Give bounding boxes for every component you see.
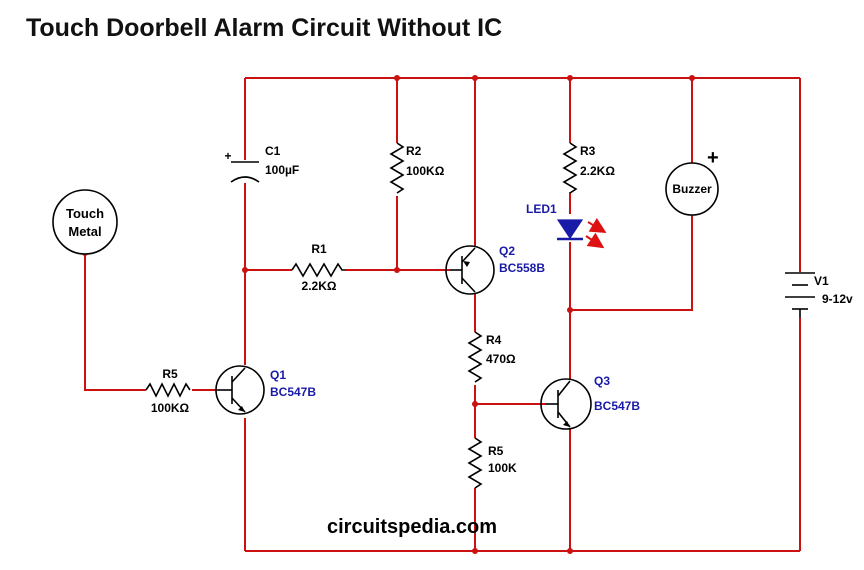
r1-value: 2.2KΩ [302,279,337,293]
junction-dots [82,75,695,554]
transistor-q1: Q1 BC547B [215,365,316,415]
transistor-q2: Q2 BC558B [445,244,545,295]
r5a-name: R5 [162,367,178,381]
resistor-r5-input: R5 100KΩ [145,367,191,415]
resistor-r4: R4 470Ω [467,331,516,383]
touch-metal: Touch Metal [52,189,118,255]
q1-value: BC547B [270,385,316,399]
r2-name: R2 [406,144,422,158]
r5b-name: R5 [488,444,504,458]
touch-label-line2: Metal [68,224,101,239]
c1-name: C1 [265,144,281,158]
r4-name: R4 [486,333,502,347]
battery-v1: V1 9-12v [785,272,853,318]
touch-label-line1: Touch [66,206,104,221]
r5a-value: 100KΩ [151,401,190,415]
q3-value: BC547B [594,399,640,413]
buzzer-polarity: + [707,147,719,169]
r4-value: 470Ω [486,352,516,366]
q1-name: Q1 [270,368,286,382]
buzzer-name: Buzzer [672,182,712,196]
r3-value: 2.2KΩ [580,164,615,178]
q2-value: BC558B [499,261,545,275]
c1-polarity: + [224,149,231,163]
capacitor-c1: + C1 100µF [224,144,299,183]
watermark-text: circuitspedia.com [327,516,497,538]
buzzer: Buzzer + [665,147,719,216]
r1-name: R1 [311,242,327,256]
r2-value: 100KΩ [406,164,445,178]
diagram-title: Touch Doorbell Alarm Circuit Without IC [26,14,503,42]
buzzer-bottom-wire [570,215,693,311]
resistor-r5-lower: R5 100K [467,437,517,489]
q3-name: Q3 [594,374,610,388]
v1-name: V1 [814,274,829,288]
led1: LED1 [526,202,607,249]
led1-name: LED1 [526,202,557,216]
r5b-value: 100K [488,461,517,475]
r3-name: R3 [580,144,596,158]
wires [84,77,801,552]
resistor-r3: R3 2.2KΩ [562,142,615,194]
v1-value: 9-12v [822,292,853,306]
c1-value: 100µF [265,163,299,177]
q2-name: Q2 [499,244,515,258]
touch-wire [84,253,146,391]
transistor-q3: Q3 BC547B [540,374,640,430]
resistor-r2: R2 100KΩ [389,142,445,194]
resistor-r1: R1 2.2KΩ [291,242,346,293]
